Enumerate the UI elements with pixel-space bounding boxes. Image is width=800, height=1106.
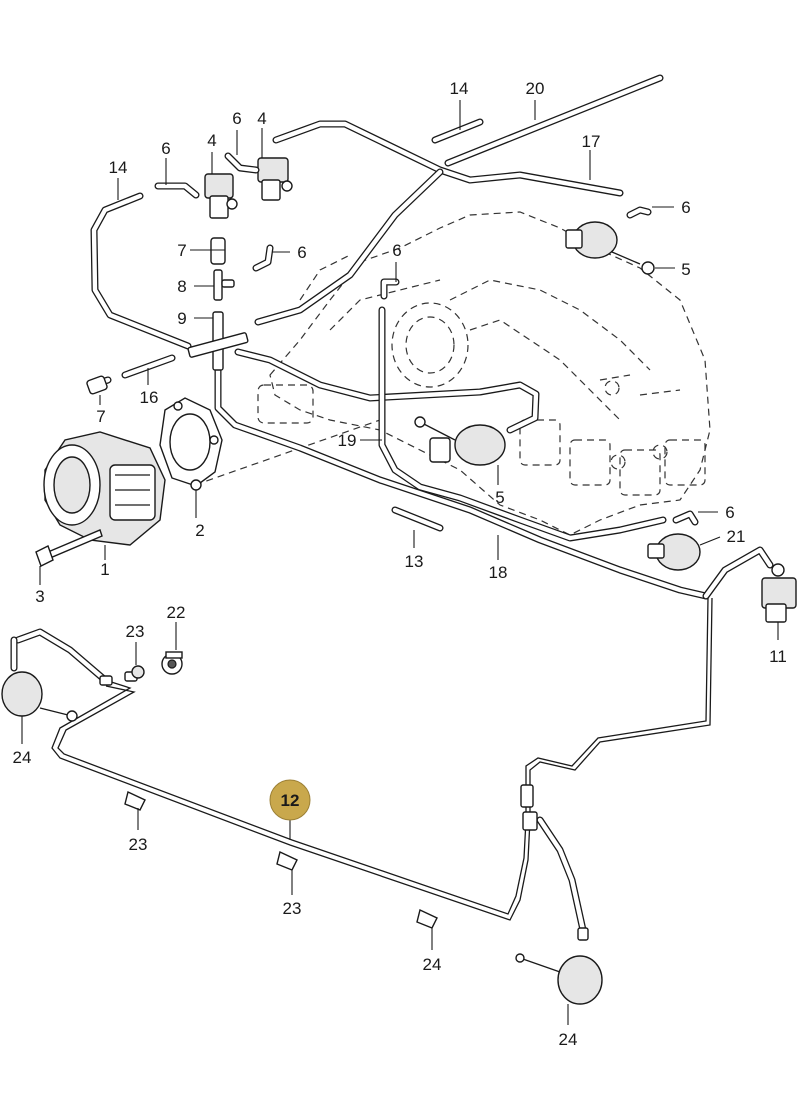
callout-label-6a: 6 [161,139,170,158]
callout-label-12: 13 [405,552,424,571]
t-connector-small [213,269,235,301]
hose-clips [124,791,438,929]
vacuum-actuator-mid [414,416,506,466]
vacuum-actuator-24-left [1,671,78,722]
vacuum-actuator-top [565,221,655,275]
callout-label-21: 22 [167,603,186,622]
hose-connector [86,237,226,395]
callout-label-11: 11 [769,647,787,666]
clamp-21 [161,651,183,675]
callout-label-6d: 6 [681,198,690,217]
bolt [35,529,103,567]
callout-label-13: 14 [450,79,469,98]
callout-label-24a: 24 [13,748,32,767]
callout-label-23c: 24 [423,955,442,974]
callout-label-14b: 16 [140,388,159,407]
callout-label-1: 1 [100,560,109,579]
callout-label-16: 17 [582,132,601,151]
vacuum-hoses [88,74,774,600]
solenoid-valve-left [204,173,238,219]
vacuum-reservoir-20 [647,533,701,571]
callout-label-22: 23 [126,622,145,641]
callout-label-6c: 6 [297,243,306,262]
throttle-body [43,431,166,546]
cross-connector [187,311,249,371]
gasket [159,397,223,491]
callout-label-6f: 6 [392,241,401,260]
callout-leaders [21,100,779,1025]
callout-label-4b: 4 [257,109,266,128]
callout-label-2: 2 [195,521,204,540]
callout-label-5a: 5 [681,260,690,279]
callout-label-14a: 14 [109,158,128,177]
vacuum-actuator-24-bottom [515,953,603,1005]
highlight-callout-10[interactable]: 12 [269,779,311,821]
hose-elbows [154,152,699,526]
callout-label-9: 9 [177,309,186,328]
intake-manifold-outline [194,211,711,536]
solenoid-valve-right [257,157,293,201]
callout-label-8: 8 [177,277,186,296]
callout-label-24b: 24 [559,1030,578,1049]
callout-label-23a: 23 [129,835,148,854]
nut-22 [131,665,145,679]
callout-label-7a: 7 [177,241,186,260]
callout-label-3: 3 [35,587,44,606]
valve-11 [761,563,797,623]
callout-label-4a: 4 [207,131,216,150]
callout-label-18: 19 [338,431,357,450]
callout-label-6b: 6 [232,109,241,128]
callout-label-10: 12 [281,791,300,810]
callout-label-23b: 23 [283,899,302,918]
callout-label-17: 18 [489,563,508,582]
lower-hose-assembly [10,597,713,941]
callout-label-19: 20 [526,79,545,98]
callout-label-5b: 5 [495,488,504,507]
callout-labels: 1 2 3 4 4 5 5 6 6 6 6 6 6 7 7 8 9 11 13 … [13,79,787,1049]
callout-label-20: 21 [727,527,746,546]
callout-label-6e: 6 [725,503,734,522]
highlight-badge[interactable] [269,779,311,821]
callout-label-7b: 7 [96,407,105,426]
